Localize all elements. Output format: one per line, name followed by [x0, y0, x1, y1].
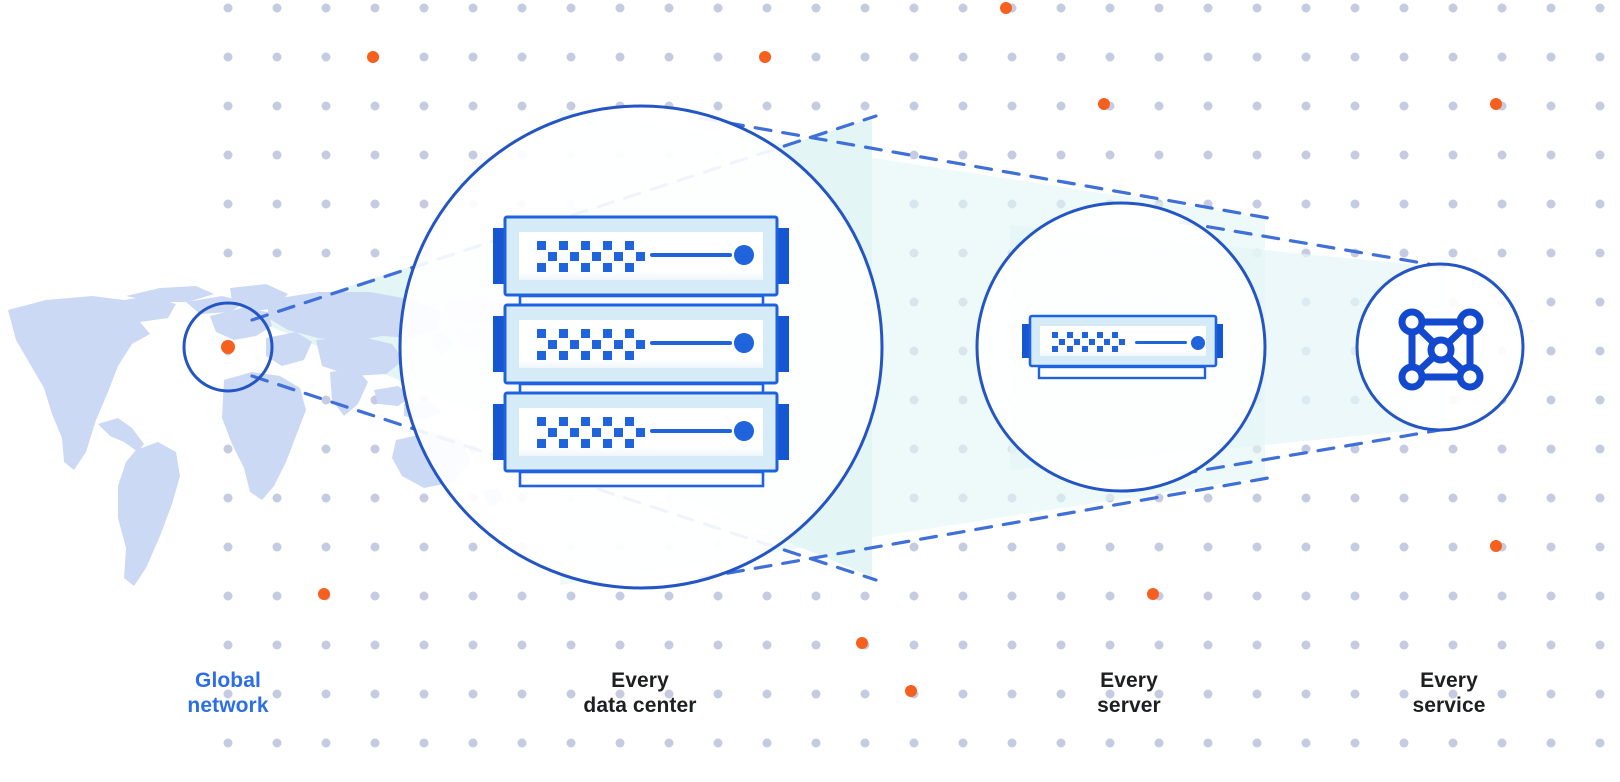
rack-unit-1-vent-grid [537, 241, 645, 272]
accent-dots-group [318, 2, 1502, 697]
connector-server-service-bottom [1178, 426, 1454, 476]
server-led [1191, 336, 1205, 350]
network-node-dots [1398, 308, 1484, 391]
stage-label-service: Every service [1412, 669, 1486, 717]
rack-unit-2-status-bar [650, 341, 732, 345]
rack-unit-3 [493, 391, 789, 473]
rack-unit-3-vent-grid [537, 417, 645, 448]
connector-dc-server-bottom [698, 476, 1270, 580]
rack-unit-3-led [734, 421, 754, 441]
stage-label-server: Every server [1097, 669, 1161, 717]
stage-data-center[interactable] [398, 104, 884, 590]
server-vent-grid [1052, 332, 1125, 352]
rack-unit-1 [493, 215, 789, 297]
connector-server-service-top [1178, 220, 1454, 270]
single-server-icon [1022, 314, 1223, 380]
network-nodes-icon [1398, 308, 1484, 391]
stage-label-data-center: Every data center [583, 669, 697, 717]
rack-base [518, 470, 765, 488]
rack-unit-2-vent-grid [537, 329, 645, 360]
rack-unit-2 [493, 303, 789, 385]
rack-unit-2-led [734, 333, 754, 353]
rack-unit-1-status-bar [650, 253, 732, 257]
server-base [1037, 365, 1207, 380]
stage-server[interactable] [975, 201, 1267, 493]
stage-label-global-network: Global network [187, 669, 269, 717]
server-rack-icon [493, 215, 789, 488]
rack-unit-1-led [734, 245, 754, 265]
connector-dc-server-top [698, 116, 1270, 220]
stage-service[interactable] [1355, 262, 1525, 432]
global-network-location-marker [221, 340, 235, 354]
stage-global-network[interactable] [182, 301, 274, 393]
server-status-bar [1135, 341, 1187, 344]
rack-unit-3-status-bar [650, 429, 732, 433]
global-network-focus-circle [182, 301, 274, 393]
